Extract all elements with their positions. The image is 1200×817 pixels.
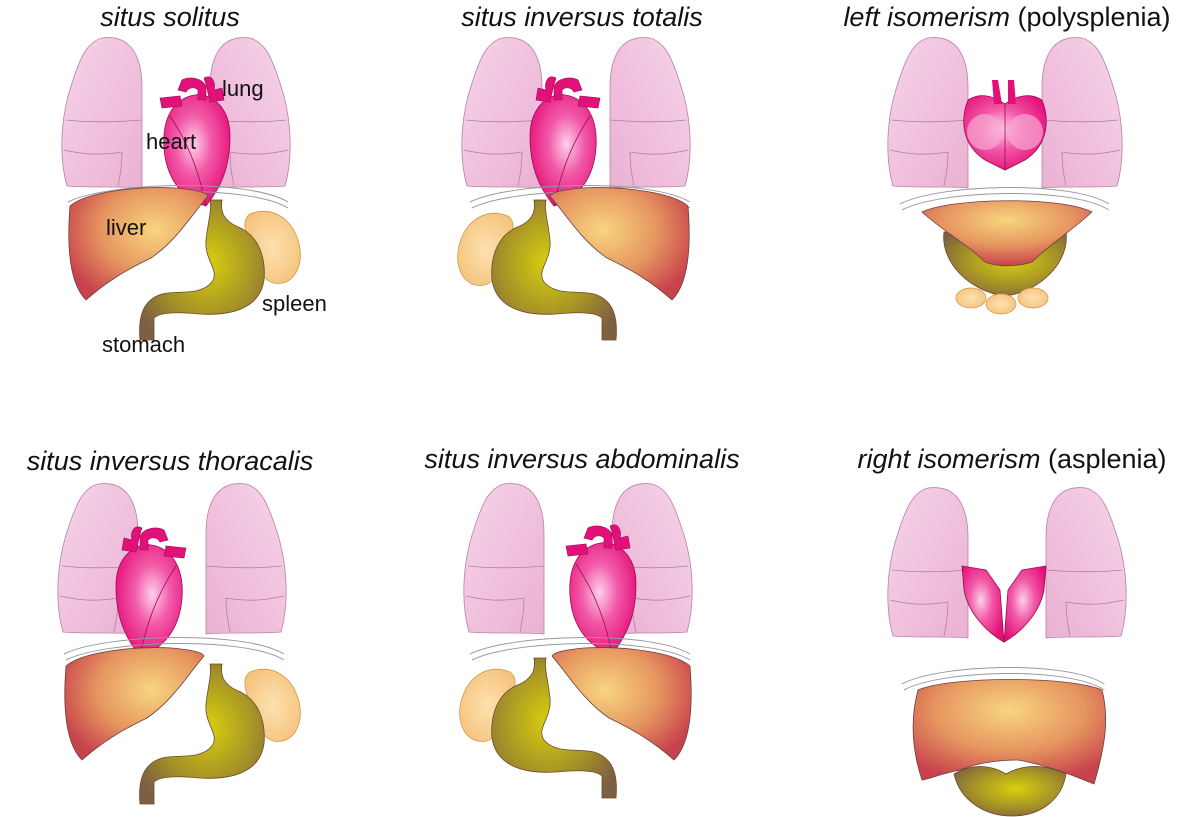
- left-lung: [461, 37, 543, 189]
- symmetric-heart: [963, 80, 1047, 171]
- panel-situs-inversus-thoracalis: situs inversus thoracalis: [27, 446, 314, 805]
- midline-liver: [912, 679, 1107, 785]
- liver-organ: [68, 187, 209, 301]
- panel-title: situs inversus totalis: [461, 2, 703, 32]
- multiple-spleens: [955, 287, 1049, 315]
- right-lung-mirrored: [887, 487, 969, 639]
- liver-organ: [64, 647, 205, 761]
- right-lung: [609, 37, 691, 189]
- label-lung: lung: [222, 76, 264, 101]
- right-lung: [1045, 487, 1127, 639]
- midline-stomach: [953, 766, 1067, 817]
- panel-situs-inversus-totalis: situs inversus totalis: [457, 2, 703, 341]
- left-lung-mirrored: [1041, 37, 1123, 189]
- liver-organ: [551, 647, 692, 761]
- symmetric-heart: [961, 565, 1047, 643]
- symmetric-liver: [921, 200, 1093, 267]
- right-lung: [61, 37, 143, 189]
- label-liver: liver: [106, 215, 146, 240]
- label-spleen: spleen: [262, 291, 327, 316]
- panel-title: left isomerism (polysplenia): [843, 2, 1170, 32]
- label-stomach: stomach: [102, 332, 185, 357]
- panel-situs-inversus-abdominalis: situs inversus abdominalis: [424, 444, 740, 799]
- panel-left-isomerism: left isomerism (polysplenia): [843, 2, 1171, 315]
- panel-title: situs solitus: [100, 2, 240, 32]
- panel-right-isomerism: right isomerism (asplenia): [857, 444, 1167, 817]
- panel-situs-solitus: situs solitus lung heart liver spleen st…: [61, 2, 327, 357]
- panel-title: situs inversus thoracalis: [27, 446, 314, 476]
- right-lung: [205, 483, 287, 635]
- panel-title: situs inversus abdominalis: [424, 444, 739, 474]
- heart-organ: [115, 526, 187, 657]
- right-lung: [463, 483, 545, 635]
- liver-organ: [549, 187, 690, 301]
- heart-organ: [565, 524, 637, 655]
- label-heart: heart: [146, 129, 196, 154]
- panel-title: right isomerism (asplenia): [857, 444, 1166, 474]
- left-lung: [887, 37, 969, 189]
